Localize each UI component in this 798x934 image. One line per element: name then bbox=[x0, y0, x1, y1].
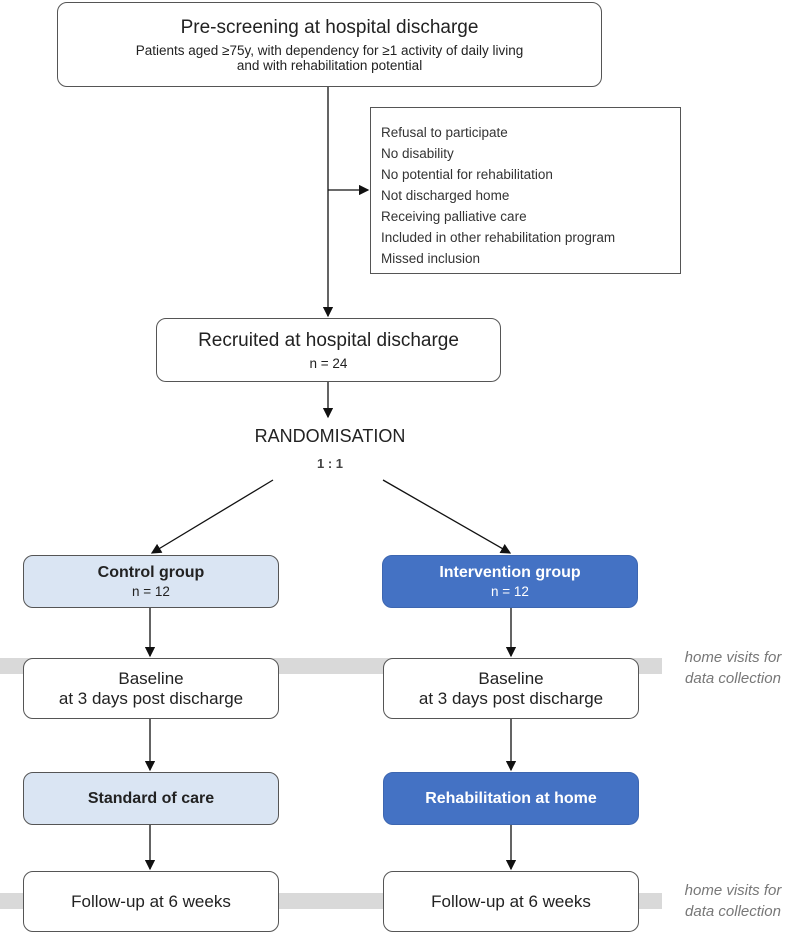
intervention-followup-box: Follow-up at 6 weeks bbox=[383, 871, 639, 932]
intervention-baseline-box: Baseline at 3 days post discharge bbox=[383, 658, 639, 719]
prescreening-title: Pre-screening at hospital discharge bbox=[180, 16, 479, 38]
randomisation-ratio: 1 : 1 bbox=[316, 456, 343, 471]
prescreening-criteria-2: and with rehabilitation potential bbox=[236, 57, 423, 73]
recruited-box: Recruited at hospital discharge n = 24 bbox=[156, 318, 501, 382]
recruited-title: Recruited at hospital discharge bbox=[198, 329, 459, 351]
baseline-title: Baseline bbox=[118, 668, 184, 688]
baseline-title: Baseline bbox=[478, 668, 544, 688]
exclusion-item: No disability bbox=[381, 146, 454, 161]
exclusion-item: No potential for rehabilitation bbox=[381, 167, 553, 182]
control-followup-label: Follow-up at 6 weeks bbox=[71, 891, 231, 911]
baseline-subtitle: at 3 days post discharge bbox=[418, 688, 604, 708]
note-line: data collection bbox=[685, 903, 781, 920]
standard-of-care-label: Standard of care bbox=[87, 789, 215, 807]
note-line: home visits for bbox=[684, 882, 782, 899]
home-visits-note-followup: home visits for data collection bbox=[668, 880, 798, 922]
intervention-followup-label: Follow-up at 6 weeks bbox=[431, 891, 591, 911]
control-group-title: Control group bbox=[97, 564, 205, 581]
rehabilitation-at-home-label: Rehabilitation at home bbox=[425, 789, 597, 807]
arrow-to-control bbox=[150, 479, 274, 554]
recruited-count: n = 24 bbox=[309, 355, 348, 371]
exclusion-item: Missed inclusion bbox=[381, 251, 481, 266]
prescreening-criteria-1: Patients aged ≥75y, with dependency for … bbox=[135, 42, 524, 58]
note-line: data collection bbox=[685, 670, 781, 687]
control-group-box: Control group n = 12 bbox=[23, 555, 279, 608]
intervention-group-box: Intervention group n = 12 bbox=[382, 555, 638, 608]
control-baseline-box: Baseline at 3 days post discharge bbox=[23, 658, 279, 719]
rehabilitation-at-home-box: Rehabilitation at home bbox=[383, 772, 639, 825]
randomisation-label: RANDOMISATION bbox=[254, 426, 406, 446]
exclusion-item: Not discharged home bbox=[381, 188, 510, 203]
prescreening-box: Pre-screening at hospital discharge Pati… bbox=[57, 2, 602, 87]
exclusion-item: Included in other rehabilitation program bbox=[381, 230, 616, 245]
intervention-group-title: Intervention group bbox=[439, 564, 581, 581]
arrow-to-intervention bbox=[382, 479, 512, 554]
intervention-group-count: n = 12 bbox=[491, 584, 529, 599]
note-line: home visits for bbox=[684, 649, 782, 666]
baseline-subtitle: at 3 days post discharge bbox=[58, 688, 244, 708]
exclusions-box: Refusal to participate No disability No … bbox=[370, 107, 681, 274]
exclusion-item: Receiving palliative care bbox=[381, 209, 527, 224]
control-followup-box: Follow-up at 6 weeks bbox=[23, 871, 279, 932]
control-group-count: n = 12 bbox=[132, 584, 170, 599]
home-visits-note-baseline: home visits for data collection bbox=[668, 647, 798, 689]
exclusion-item: Refusal to participate bbox=[381, 125, 508, 140]
standard-of-care-box: Standard of care bbox=[23, 772, 279, 825]
